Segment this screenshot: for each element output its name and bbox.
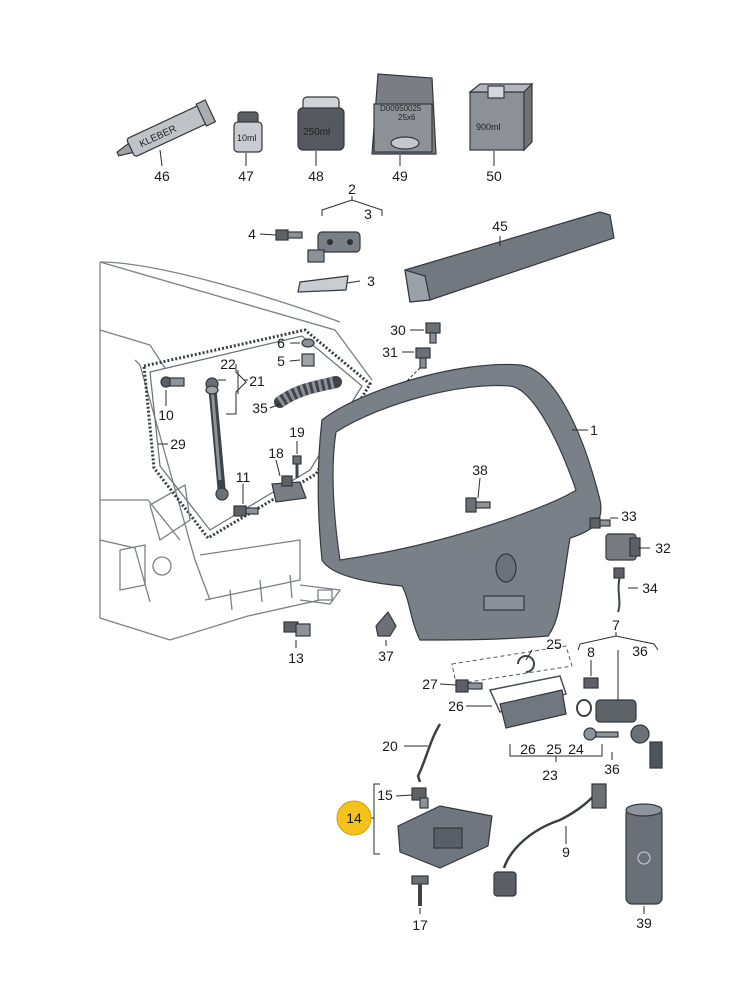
hinge-2[interactable]: [307, 231, 361, 263]
circlip-25[interactable]: [517, 655, 535, 673]
lock-cylinder-7[interactable]: [595, 699, 663, 769]
callout-34: 34: [642, 580, 658, 596]
grommet-6[interactable]: [301, 338, 315, 348]
screw-17[interactable]: [411, 875, 429, 906]
callout-30: 30: [390, 322, 406, 338]
can-250ml[interactable]: 250ml: [297, 96, 345, 151]
screw-33[interactable]: [589, 517, 611, 529]
callout-highlight-14: [336, 800, 372, 836]
bolt-11[interactable]: [233, 505, 259, 517]
connector-34[interactable]: [613, 567, 625, 613]
callout-11: 11: [236, 469, 251, 485]
callout-36-bottom: 36: [604, 761, 620, 777]
packet-line2: 25x6: [398, 113, 416, 122]
callout-46: 46: [154, 168, 170, 184]
key-36[interactable]: [583, 727, 619, 741]
buffer-37[interactable]: [375, 610, 397, 637]
rod-20[interactable]: [416, 723, 442, 783]
callout-20: 20: [382, 738, 398, 754]
gas-strut-21[interactable]: [205, 377, 229, 501]
buffer-18[interactable]: [271, 475, 307, 503]
spoiler-45[interactable]: [404, 211, 615, 303]
wiring-duct-35[interactable]: [274, 376, 342, 408]
callout-4: 4: [248, 226, 256, 242]
callout-21: 21: [249, 373, 265, 389]
bottle-10ml[interactable]: 10ml: [233, 111, 263, 153]
callout-35: 35: [252, 400, 268, 416]
callout-8: 8: [587, 644, 595, 660]
tailgate-1[interactable]: [317, 363, 602, 641]
callout-7: 7: [612, 617, 620, 633]
handle-26[interactable]: [488, 675, 567, 729]
callout-29: 29: [170, 436, 186, 452]
box-900ml[interactable]: 900ml: [468, 82, 534, 152]
callout-26-bottom: 26: [520, 741, 536, 757]
bottle-label: 10ml: [237, 133, 257, 143]
lock-14[interactable]: [397, 805, 493, 869]
callout-19: 19: [289, 424, 305, 440]
callout-6: 6: [277, 335, 285, 351]
callout-24: 24: [568, 741, 584, 757]
callout-49: 49: [392, 168, 408, 184]
stud-38[interactable]: [465, 497, 491, 513]
callout-32: 32: [655, 540, 671, 556]
packet-line1: D00950025: [380, 104, 422, 113]
callout-18: 18: [268, 445, 284, 461]
callout-17: 17: [412, 917, 428, 933]
ball-pin-10[interactable]: [160, 376, 185, 388]
callout-39: 39: [636, 915, 652, 931]
packet-d00950025[interactable]: D00950025 25x6: [371, 73, 437, 155]
callout-23: 23: [542, 767, 558, 783]
box-label: 900ml: [476, 122, 501, 132]
seal-24[interactable]: [576, 699, 592, 717]
callout-22: 22: [220, 356, 236, 372]
callout-25-top: 25: [546, 636, 562, 652]
callout-2: 2: [348, 181, 356, 197]
callout-38: 38: [472, 462, 488, 478]
callout-50: 50: [486, 168, 502, 184]
adhesive-tube[interactable]: KLEBER: [113, 99, 217, 165]
clip-5[interactable]: [301, 353, 315, 367]
vehicle-body: [99, 261, 373, 641]
callout-9: 9: [562, 844, 570, 860]
bolt-4[interactable]: [275, 229, 303, 241]
grease-can-39[interactable]: [625, 803, 663, 905]
callout-3-top: 3: [364, 206, 372, 222]
callout-25-bottom: 25: [546, 741, 562, 757]
callout-48: 48: [308, 168, 324, 184]
stop-13[interactable]: [283, 621, 311, 637]
hinge-gasket-3[interactable]: [297, 275, 349, 293]
callout-47: 47: [238, 168, 254, 184]
callout-15: 15: [377, 787, 393, 803]
nut-8[interactable]: [583, 677, 599, 689]
bolt-27[interactable]: [455, 679, 483, 693]
callout-14: 14: [346, 810, 362, 826]
callout-1: 1: [590, 422, 598, 438]
callout-33: 33: [621, 508, 637, 524]
screw-30[interactable]: [425, 322, 441, 344]
callout-13: 13: [288, 650, 304, 666]
callout-37: 37: [378, 648, 394, 664]
callout-27: 27: [422, 676, 438, 692]
bolt-15[interactable]: [411, 787, 429, 809]
callout-45: 45: [492, 218, 508, 234]
clip-22[interactable]: [205, 385, 219, 395]
callout-5: 5: [277, 353, 285, 369]
screw-31[interactable]: [415, 347, 431, 369]
can-label: 250ml: [303, 127, 330, 138]
cable-9[interactable]: [493, 783, 607, 897]
lock-cylinder-housing-32[interactable]: [605, 533, 641, 561]
callout-3-lower: 3: [367, 273, 375, 289]
callout-10: 10: [158, 407, 174, 423]
callout-26-left: 26: [448, 698, 464, 714]
callout-labels: 46 47 48 49 50 2 3 3 4 45 30 31 6 5 22 2…: [154, 168, 671, 933]
callout-36-top: 36: [632, 643, 648, 659]
callout-31: 31: [382, 344, 398, 360]
screw-19[interactable]: [292, 455, 302, 478]
